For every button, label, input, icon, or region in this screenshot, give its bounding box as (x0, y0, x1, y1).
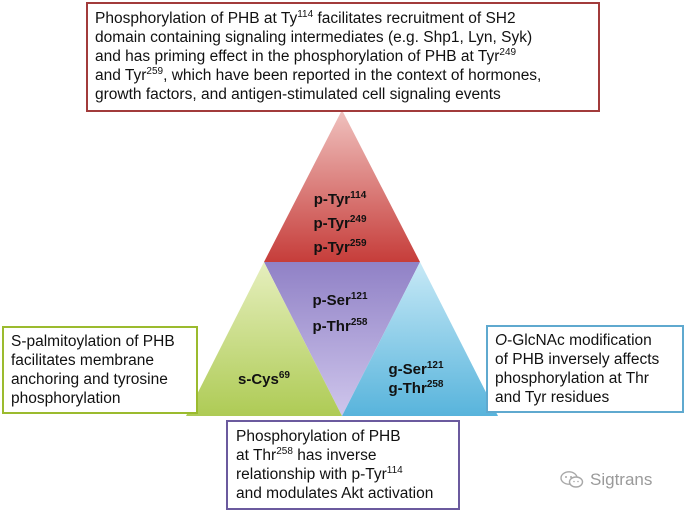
label-p-tyr-249: p-Tyr249 (313, 214, 367, 232)
label-s-cys-69: s-Cys69 (238, 370, 290, 388)
right-annotation-box: O-GlcNAc modification of PHB inversely a… (486, 325, 684, 413)
left-box-line-4: phosphorylation (11, 390, 121, 407)
label-g-ser-121: g-Ser121 (388, 360, 443, 378)
label-g-thr-258: g-Thr258 (388, 379, 443, 397)
top-box-line-1: Phosphorylation of PHB at Ty114 facilita… (95, 9, 516, 28)
label-p-ser-121: p-Ser121 (312, 291, 367, 309)
left-box-line-3: anchoring and tyrosine (11, 371, 168, 388)
bottom-box-line-2: at Thr258 has inverse (236, 446, 377, 465)
top-box-line-4: and Tyr259, which have been reported in … (95, 66, 542, 85)
top-annotation-box: Phosphorylation of PHB at Ty114 facilita… (86, 2, 600, 112)
left-box-line-1: S-palmitoylation of PHB (11, 333, 175, 350)
wechat-icon (560, 471, 584, 488)
top-box-line-5: growth factors, and antigen-stimulated c… (95, 86, 501, 103)
right-box-line-3: phosphorylation at Thr (495, 370, 649, 387)
watermark: Sigtrans (560, 470, 652, 490)
label-p-thr-258: p-Thr258 (312, 317, 367, 335)
label-p-tyr-259: p-Tyr259 (313, 238, 367, 256)
label-p-tyr-114: p-Tyr114 (314, 190, 367, 208)
bottom-box-line-4: and modulates Akt activation (236, 485, 434, 502)
top-box-line-3: and has priming effect in the phosphoryl… (95, 47, 517, 66)
top-box-line-2: domain containing signaling intermediate… (95, 29, 533, 46)
right-box-line-4: and Tyr residues (495, 389, 610, 406)
bottom-box-line-3: relationship with p-Tyr114 (236, 465, 403, 484)
pyramid-middle-segment (264, 262, 420, 416)
left-box-line-2: facilitates membrane (11, 352, 155, 369)
pyramid-left-segment (186, 262, 342, 416)
pyramid-right-segment (342, 262, 498, 416)
bottom-box-line-1: Phosphorylation of PHB (236, 428, 401, 445)
pyramid-top-segment (264, 110, 420, 262)
bottom-annotation-box: Phosphorylation of PHB at Thr258 has inv… (226, 420, 460, 510)
left-annotation-box: S-palmitoylation of PHB facilitates memb… (2, 326, 198, 414)
right-box-line-2: of PHB inversely affects (495, 351, 660, 368)
right-box-line-1: O-GlcNAc modification (495, 332, 652, 349)
watermark-text: Sigtrans (590, 470, 653, 489)
